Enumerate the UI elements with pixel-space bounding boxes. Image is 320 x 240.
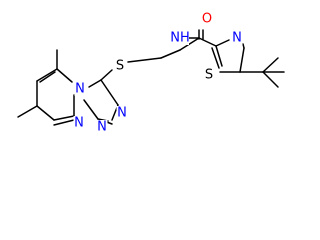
atom-label-n: NH xyxy=(170,31,190,46)
bond-line xyxy=(211,47,220,69)
bond-line xyxy=(39,71,56,83)
bond-line xyxy=(17,105,38,118)
bond-line xyxy=(179,37,200,51)
bond-line xyxy=(88,79,102,88)
atom-label-background xyxy=(116,106,128,120)
bond-line xyxy=(56,68,73,83)
bond-line xyxy=(127,57,162,63)
bond-line xyxy=(36,105,55,121)
bond-line xyxy=(262,57,279,73)
bond-line xyxy=(239,47,245,73)
atom-label-background xyxy=(171,31,189,45)
bond-lines xyxy=(17,29,285,126)
bond-line xyxy=(262,71,279,88)
bond-line xyxy=(100,69,113,81)
atom-label-s: S xyxy=(205,68,213,83)
atom-label-background xyxy=(114,59,126,73)
atom-label-n: N xyxy=(74,116,84,131)
bond-line xyxy=(36,68,58,82)
bond-line xyxy=(160,49,181,59)
bond-line xyxy=(53,115,75,121)
atom-label-n: N xyxy=(97,120,107,135)
atom-label-n: N xyxy=(117,106,127,121)
atom-label-background xyxy=(201,12,213,26)
atom-label-background xyxy=(74,82,86,96)
atom-label-background xyxy=(203,68,215,82)
bond-line xyxy=(198,37,217,47)
bond-line xyxy=(53,119,75,126)
bond-line xyxy=(242,43,245,49)
atom-label-background xyxy=(231,31,243,45)
atom-label-background xyxy=(96,120,108,134)
bond-line xyxy=(215,45,223,67)
bond-line xyxy=(215,39,230,47)
atom-label-o: O xyxy=(202,12,212,27)
atom-label-n: N xyxy=(232,31,242,46)
bond-line xyxy=(100,79,119,106)
atom-label-n: N xyxy=(75,82,85,97)
atom-label-s: S xyxy=(116,59,124,74)
bond-line xyxy=(83,99,99,120)
atom-label-background xyxy=(73,116,85,130)
